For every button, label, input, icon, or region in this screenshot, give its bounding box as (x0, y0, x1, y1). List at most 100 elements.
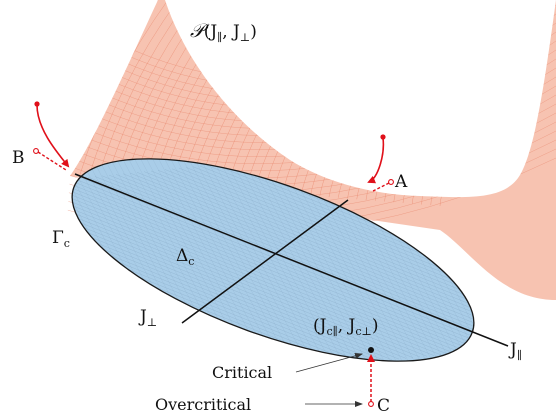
disk-mesh-line (0, 150, 4, 380)
disk-mesh-line (150, 170, 498, 342)
disk-mesh-line (48, 220, 85, 391)
trajectory-c (367, 354, 375, 407)
crit-open: (J (313, 316, 327, 336)
disk-mesh-line (178, 167, 498, 339)
disk-mesh-line (0, 150, 10, 380)
disk-fill (72, 158, 474, 362)
disk-mesh-line (108, 174, 498, 346)
disk-mesh-line (225, 149, 347, 381)
trajectory-b-tail (37, 151, 67, 171)
disk-mesh-line (59, 179, 491, 351)
disk-mesh-line (48, 219, 99, 390)
surface-mesh-line (402, 0, 517, 204)
trajectory-a-open-dot (388, 179, 394, 185)
surface-mesh-line (310, 0, 417, 196)
disk-mesh-line (231, 149, 353, 381)
trajectory-a-start-dot (380, 134, 386, 140)
disk-mesh-line (261, 149, 383, 381)
disk-mesh-line (0, 150, 28, 380)
surface-mesh-line (328, 0, 437, 198)
disk-mesh-line (48, 149, 59, 381)
potential-args-open: (J (204, 22, 218, 42)
j-perp-axis (181, 199, 349, 324)
critical-point-dot (368, 347, 374, 353)
delta-sub: c (188, 255, 194, 268)
surface-mesh-line (338, 0, 447, 198)
disk-mesh-line (80, 177, 498, 349)
disk-mesh-line (255, 149, 377, 381)
surface-mesh-line (291, 0, 398, 195)
critical-label: Critical (212, 363, 272, 382)
disk-mesh-line (48, 181, 477, 352)
disk-mesh-line (87, 177, 498, 348)
disk-mesh-line (143, 171, 498, 342)
disk-mesh-line (48, 190, 386, 361)
j-perp-label: J⊥ (138, 307, 157, 329)
disk-mesh-line (183, 149, 305, 381)
disk-mesh-line (157, 170, 498, 341)
j-perp-symbol: J (138, 307, 147, 327)
disk-mesh-line (192, 166, 498, 337)
delta-symbol: Δ (176, 246, 188, 266)
disk-mesh-line (0, 150, 16, 380)
disk-mesh-line (48, 188, 407, 359)
j-par-symbol: J (508, 340, 517, 360)
trajectory-b-start-dot (34, 101, 40, 107)
disk-mesh-line (73, 178, 498, 349)
disk-mesh-line (219, 149, 341, 381)
disk-mesh-line (66, 179, 498, 350)
potential-comma: , J (222, 22, 240, 42)
potential-surface-fill (70, 0, 556, 300)
disk-mesh-line (0, 150, 22, 380)
trajectory-b (33, 101, 70, 171)
disk-mesh-line (171, 168, 498, 339)
trajectory-a-curve (367, 137, 385, 184)
potential-close: ) (250, 22, 257, 42)
disk-mesh-line (0, 150, 40, 380)
disk-mesh-line (0, 150, 46, 380)
disk-mesh-line (94, 176, 498, 347)
surface-mesh-line (365, 0, 477, 201)
axes (74, 173, 509, 347)
disk-mesh-line (267, 149, 389, 381)
disk-mesh-line (189, 149, 311, 381)
delta-label: Δc (176, 246, 194, 268)
disk-mesh-line (48, 182, 463, 353)
potential-label: 𝒫(J∥, J⊥) (190, 20, 257, 44)
potential-sub1: ∥ (217, 31, 222, 44)
surface-mesh-line (375, 0, 487, 201)
disk-mesh-line (249, 149, 371, 381)
surface-mesh-line (347, 0, 457, 199)
disk-mesh-line (164, 169, 498, 340)
disk-mesh-line (48, 183, 456, 354)
disk-mesh-line (48, 149, 77, 381)
trajectory-a (367, 134, 394, 192)
surface-mesh-line (412, 0, 527, 204)
trajectory-b-open-dot (33, 148, 39, 154)
disk-mesh-line (48, 219, 92, 391)
disk-mesh-line (201, 149, 323, 381)
critical-arrow (295, 352, 363, 373)
gamma-symbol: Γ (52, 228, 64, 248)
surface-mesh-line (421, 0, 537, 205)
critical-point-label: (Jc∥, Jc⊥) (313, 316, 378, 338)
surface-mesh-line (319, 0, 427, 197)
disk-mesh-line (199, 165, 498, 337)
disk-mesh-line (207, 149, 329, 381)
disk-mesh-line (195, 149, 317, 381)
surface-mesh-line (282, 0, 388, 194)
disk-mesh-line (48, 149, 53, 381)
crit-close: ) (372, 316, 379, 336)
trajectory-c-open-dot (368, 401, 374, 407)
gamma-sub: c (64, 237, 70, 250)
crit-comma: , J (338, 316, 356, 336)
j-perp-sub: ⊥ (147, 316, 157, 329)
disk-mesh-line (48, 149, 71, 381)
trajectory-a-tail (372, 182, 390, 192)
potential-sub2: ⊥ (240, 31, 250, 44)
disk-mesh-line (48, 184, 442, 356)
disk-mesh-line (48, 189, 393, 360)
label-c: C (377, 396, 390, 416)
